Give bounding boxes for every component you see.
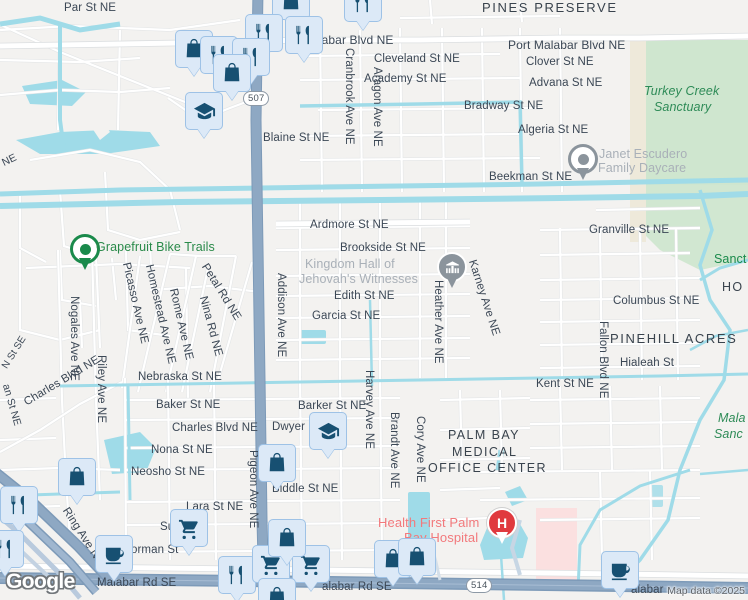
map-marker-shopping[interactable] (58, 458, 96, 504)
marker-tail (70, 494, 84, 504)
map-marker-shopping[interactable] (213, 54, 251, 100)
marker-tail (270, 480, 284, 490)
map-marker-restaurant[interactable] (218, 556, 256, 600)
map-marker-restaurant[interactable] (285, 16, 323, 62)
marker-bubble (0, 486, 38, 524)
marker-tail (187, 66, 201, 76)
poi-pin-kingdom-hall[interactable] (437, 252, 467, 292)
marker-bubble (601, 551, 639, 589)
poi-pin-grapefruit-bike-trails[interactable] (70, 234, 100, 274)
route-shield-507: 507 (243, 91, 270, 106)
minor-roads-central (275, 196, 471, 378)
minor-roads-ne (298, 0, 564, 193)
map-marker-shopping[interactable] (258, 578, 296, 600)
map-marker-shopping[interactable] (268, 519, 306, 565)
marker-tail (230, 592, 244, 600)
pin-point (577, 168, 589, 180)
restaurant-icon (229, 565, 242, 585)
poi-pin-health-first-palm-bay-hospital[interactable]: H (487, 508, 517, 548)
pin-point (79, 258, 91, 270)
charles-blvd-diagonal (0, 380, 123, 454)
marker-bubble (309, 412, 347, 450)
marker-bubble (185, 92, 223, 130)
marker-tail (356, 20, 370, 30)
marker-bubble (0, 530, 24, 568)
marker-bubble (268, 519, 306, 557)
restaurant-icon (243, 47, 256, 67)
marker-bubble (398, 538, 436, 576)
map-marker-shopping[interactable] (398, 538, 436, 584)
marker-bubble (258, 444, 296, 482)
marker-bubble (285, 16, 323, 54)
marker-tail (280, 555, 294, 565)
school-icon (317, 422, 339, 439)
cafe-icon (611, 563, 630, 580)
map-marker-school[interactable] (309, 412, 347, 458)
pin-point (496, 532, 508, 544)
marker-tail (197, 128, 211, 138)
marker-tail (613, 587, 627, 597)
route-shield-514: 514 (466, 578, 493, 593)
restaurant-icon (355, 0, 368, 13)
marker-tail (244, 74, 258, 84)
map-marker-school[interactable] (185, 92, 223, 138)
shopping-bag-icon (186, 38, 202, 58)
marker-tail (410, 574, 424, 584)
minor-roads-grapefruit (18, 249, 261, 401)
restaurant-icon (11, 495, 24, 515)
grocery-cart-icon (260, 555, 280, 575)
shopping-bag-icon (224, 62, 240, 82)
marker-bubble (218, 556, 256, 594)
restaurant-icon (0, 539, 10, 559)
grocery-cart-icon (300, 555, 320, 575)
marker-tail (304, 581, 318, 591)
diagonal-avenues (120, 252, 254, 393)
shopping-bag-icon (409, 546, 425, 566)
marker-tail (297, 52, 311, 62)
map-marker-cafe[interactable] (95, 535, 133, 581)
map-marker-restaurant[interactable] (344, 0, 382, 30)
school-icon (193, 102, 215, 119)
marker-tail (386, 576, 400, 586)
cafe-icon (105, 547, 124, 564)
shopping-bag-icon (385, 548, 401, 568)
map-marker-shopping[interactable] (258, 444, 296, 490)
minor-roads-east (479, 206, 701, 561)
marker-tail (107, 571, 121, 581)
shopping-bag-icon (279, 527, 295, 547)
shopping-bag-icon (283, 0, 299, 10)
restaurant-icon (296, 25, 309, 45)
marker-bubble (344, 0, 382, 22)
marker-bubble (170, 509, 208, 547)
shopping-bag-icon (69, 466, 85, 486)
marker-tail (321, 448, 335, 458)
marker-bubble (95, 535, 133, 573)
poi-pin-janet-escudero-family-daycare[interactable] (568, 144, 598, 184)
marker-tail (182, 545, 196, 555)
restaurant-icon (256, 23, 269, 43)
marker-bubble (58, 458, 96, 496)
minor-roads-se (439, 389, 531, 522)
restaurant-icon (211, 45, 224, 65)
marker-tail (0, 566, 12, 576)
map-marker-grocery[interactable] (170, 509, 208, 555)
marker-tail (225, 90, 239, 100)
map-marker-cafe[interactable] (601, 551, 639, 597)
grocery-cart-icon (178, 519, 198, 539)
shopping-bag-icon (269, 586, 285, 600)
park-polygons (630, 40, 748, 470)
pin-point (446, 276, 458, 288)
building-glyph (445, 260, 459, 273)
map-marker-restaurant[interactable] (0, 530, 24, 576)
marker-tail (12, 522, 26, 532)
map-marker-restaurant[interactable] (0, 486, 38, 532)
waterways (0, 15, 748, 600)
marker-bubble (258, 578, 296, 600)
shopping-bag-icon (269, 452, 285, 472)
marker-bubble (213, 54, 251, 92)
